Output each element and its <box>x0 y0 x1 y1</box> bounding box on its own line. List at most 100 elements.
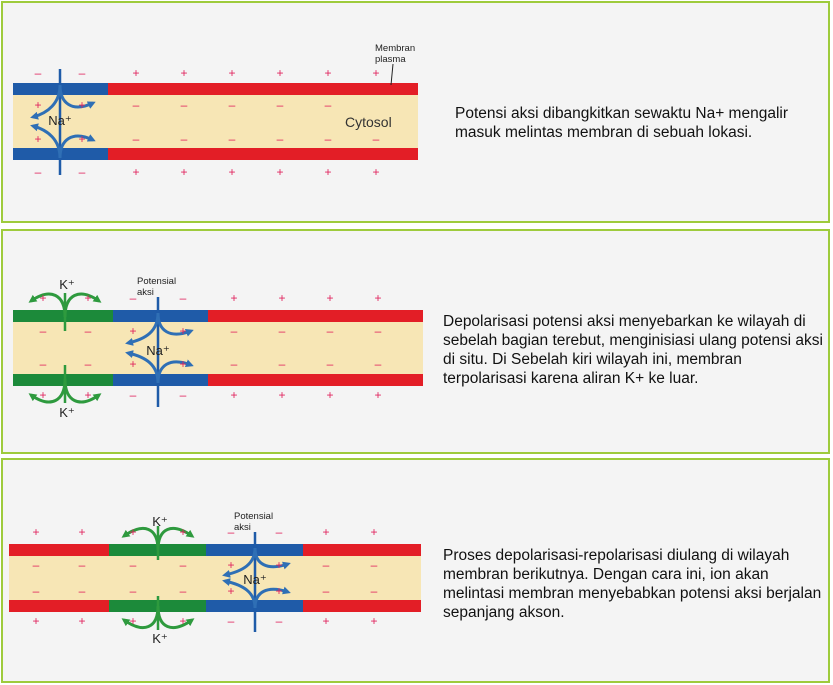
k-ion-label-bottom: K⁺ <box>152 631 168 646</box>
negative-charge: – <box>323 558 330 572</box>
negative-charge: – <box>85 357 92 371</box>
positive-charge: + <box>129 357 136 371</box>
k-efflux-arrows-icon <box>121 526 195 630</box>
charges-outside-bottom-depol: –– <box>130 388 187 402</box>
positive-charge: + <box>228 66 235 80</box>
caption-panel-1: Potensi aksi dibangkitkan sewaktu Na+ me… <box>455 105 789 141</box>
positive-charge: + <box>32 614 39 628</box>
charges-inside-top-depol: ++ <box>129 324 186 338</box>
na-ion-label: Na⁺ <box>243 572 266 587</box>
na-influx-arrows-icon <box>125 312 194 384</box>
charges-outside-top-depol: –– <box>35 66 86 80</box>
negative-charge: – <box>327 324 334 338</box>
positive-charge: + <box>180 66 187 80</box>
ap-label-line1: Potensial <box>234 511 273 522</box>
negative-charge: – <box>130 558 137 572</box>
charges-inside-bottom-depol: ++ <box>34 132 85 146</box>
k-ion-label-top: K⁺ <box>152 514 168 529</box>
positive-charge: + <box>32 525 39 539</box>
positive-charge: + <box>78 132 85 146</box>
membrane-resting-right-bottom <box>303 600 421 612</box>
charges-outside-bottom-repol: ++ <box>129 614 186 628</box>
caption-panel-3: Proses depolarisasi-repolarisasi diulang… <box>443 547 822 621</box>
positive-charge: + <box>227 584 234 598</box>
negative-charge: – <box>228 525 235 539</box>
ap-label-line2: aksi <box>137 287 154 298</box>
k-efflux-arrows-icon <box>28 292 102 404</box>
charges-inside-bottom: –––––– <box>133 132 380 146</box>
charges-inside-bottom-depol: ++ <box>227 584 282 598</box>
k-ion-label-top: K⁺ <box>59 277 75 292</box>
positive-charge: + <box>326 388 333 402</box>
positive-charge: + <box>78 614 85 628</box>
positive-charge: + <box>34 98 41 112</box>
cytosol-label: Cytosol <box>345 114 392 130</box>
positive-charge: + <box>180 165 187 179</box>
positive-charge: + <box>372 66 379 80</box>
charges-inside-bottom-right: –– <box>323 584 378 598</box>
positive-charge: + <box>374 388 381 402</box>
negative-charge: – <box>181 98 188 112</box>
positive-charge: + <box>276 66 283 80</box>
negative-charge: – <box>130 291 137 305</box>
positive-charge: + <box>324 165 331 179</box>
positive-charge: + <box>228 165 235 179</box>
cytosol-region <box>13 317 423 377</box>
charges-outside-top: ++++ <box>230 291 381 305</box>
negative-charge: – <box>277 98 284 112</box>
negative-charge: – <box>181 132 188 146</box>
charges-outside-top-right: ++ <box>322 525 377 539</box>
charges-inside-top-repol: –– <box>40 324 92 338</box>
charges-outside-top-repol: ++ <box>39 291 91 305</box>
positive-charge: + <box>372 165 379 179</box>
charges-outside-top-left: ++ <box>32 525 85 539</box>
caption-panel-2: Depolarisasi potensi aksi menyebarkan ke… <box>443 313 823 387</box>
positive-charge: + <box>370 525 377 539</box>
charges-inside-top-depol: ++ <box>34 98 85 112</box>
membrane-resting-left-bottom <box>9 600 109 612</box>
membrane-depolarized-bottom <box>113 374 208 386</box>
membrane-repolarizing-top <box>13 310 113 322</box>
negative-charge: – <box>373 132 380 146</box>
charges-inside-top: –––– <box>231 324 382 338</box>
charges-inside-bottom-left: –––– <box>33 584 187 598</box>
axon-diagram-3: Na⁺ K⁺ K⁺ Potensial aksi ++ ++ –– ++ –––… <box>9 511 421 646</box>
negative-charge: – <box>180 388 187 402</box>
negative-charge: – <box>323 584 330 598</box>
negative-charge: – <box>276 525 283 539</box>
membrane-resting-top <box>208 310 423 322</box>
positive-charge: + <box>326 291 333 305</box>
negative-charge: – <box>276 614 283 628</box>
cytosol-region <box>13 90 418 149</box>
negative-charge: – <box>130 388 137 402</box>
charges-outside-bottom-depol: –– <box>35 165 86 179</box>
negative-charge: – <box>325 132 332 146</box>
na-influx-arrows-icon <box>30 84 96 159</box>
positive-charge: + <box>129 525 136 539</box>
positive-charge: + <box>132 165 139 179</box>
positive-charge: + <box>230 291 237 305</box>
axon-diagram-2: Na⁺ K⁺ K⁺ Potensial aksi ++ –– ++++ –– +… <box>13 276 423 420</box>
positive-charge: + <box>230 388 237 402</box>
charges-outside-bottom-repol: ++ <box>39 388 91 402</box>
ap-label-line1: Potensial <box>137 276 176 287</box>
positive-charge: + <box>374 291 381 305</box>
negative-charge: – <box>133 98 140 112</box>
positive-charge: + <box>34 132 41 146</box>
membrane-resting-left-top <box>9 544 109 556</box>
na-ion-label: Na⁺ <box>48 113 71 128</box>
positive-charge: + <box>84 291 91 305</box>
charges-outside-top-repol: ++ <box>129 525 186 539</box>
charges-inside-bottom-depol: ++ <box>129 357 186 371</box>
positive-charge: + <box>275 558 282 572</box>
charges-outside-top-depol: –– <box>228 525 283 539</box>
negative-charge: – <box>325 98 332 112</box>
axon-diagram-1: Na⁺ Membran plasma Cytosol ++++++ –– ++ … <box>13 43 418 179</box>
membrane-label-line2: plasma <box>375 54 406 65</box>
negative-charge: – <box>133 132 140 146</box>
negative-charge: – <box>279 324 286 338</box>
negative-charge: – <box>231 357 238 371</box>
membrane-resting-right-top <box>303 544 421 556</box>
positive-charge: + <box>129 324 136 338</box>
charges-outside-bottom: ++++++ <box>132 165 379 179</box>
